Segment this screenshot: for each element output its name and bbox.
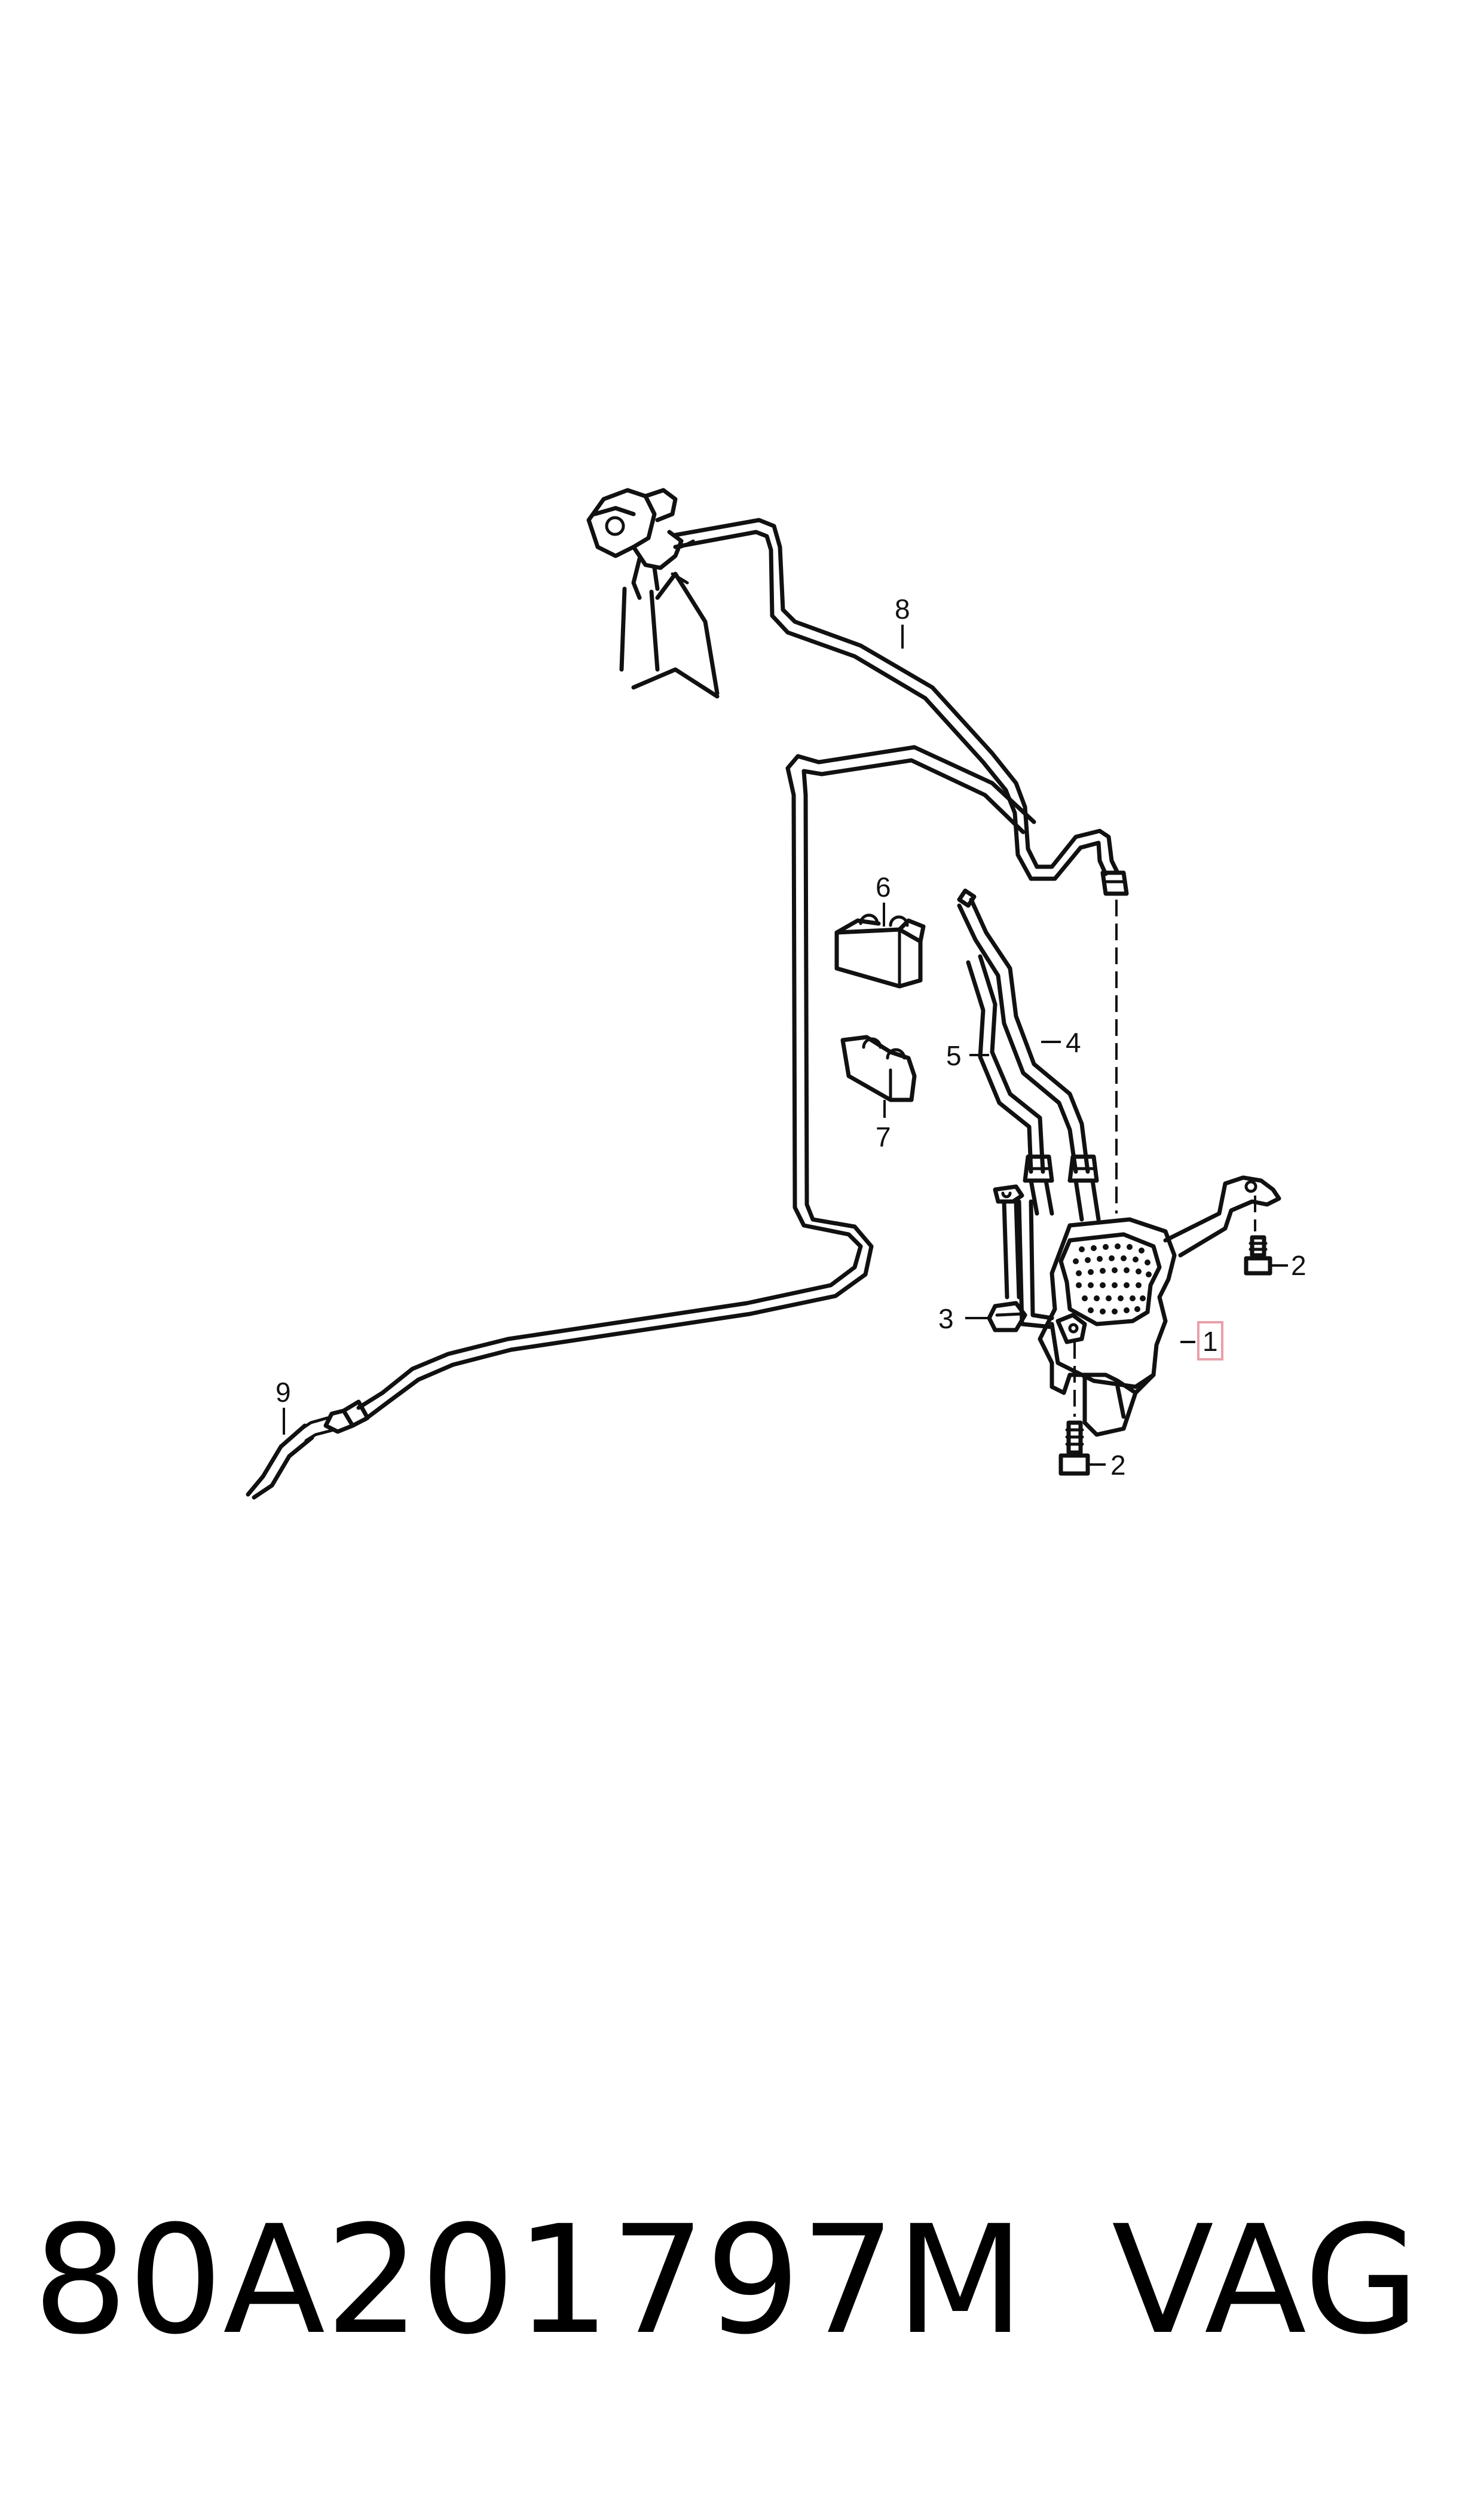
line-9 bbox=[246, 745, 1036, 1500]
callout-9[interactable]: 9 bbox=[276, 1377, 291, 1408]
brand-label: VAG bbox=[1112, 2193, 1420, 2367]
line-8 bbox=[673, 518, 1129, 896]
callout-2-upper[interactable]: 2 bbox=[1291, 1250, 1306, 1281]
callout-7[interactable]: 7 bbox=[876, 1121, 891, 1152]
part-number: 80A201797M bbox=[33, 2193, 1025, 2367]
callout-1-highlight bbox=[1197, 1321, 1223, 1361]
bolt-2-upper bbox=[1244, 1196, 1272, 1276]
callouts: 1 2 2 3 4 5 6 7 8 9 bbox=[276, 594, 1306, 1481]
callout-8[interactable]: 8 bbox=[895, 594, 910, 625]
clamp-6 bbox=[834, 913, 926, 989]
line-5 bbox=[957, 888, 1045, 1174]
reservoir-1 bbox=[1038, 1175, 1281, 1437]
fittings bbox=[1017, 1154, 1101, 1329]
callout-1[interactable]: 1 bbox=[1203, 1326, 1218, 1357]
line-4 bbox=[957, 897, 1090, 1174]
callout-2-lower[interactable]: 2 bbox=[1110, 1450, 1126, 1481]
callout-5[interactable]: 5 bbox=[946, 1040, 962, 1071]
valve-assembly bbox=[586, 488, 720, 699]
clamp-7 bbox=[840, 1035, 917, 1102]
callout-4[interactable]: 4 bbox=[1066, 1027, 1081, 1058]
callout-6[interactable]: 6 bbox=[876, 872, 891, 903]
bolt-2-lower bbox=[1058, 1342, 1090, 1476]
callout-3[interactable]: 3 bbox=[938, 1303, 954, 1334]
